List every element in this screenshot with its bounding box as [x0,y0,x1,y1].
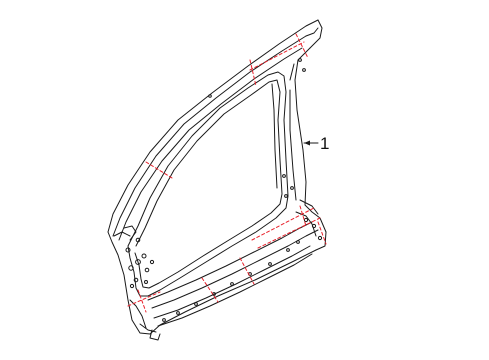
cut-line-b-pillar-rear-tick [299,205,307,227]
cut-lines [127,33,327,313]
cut-line-rocker-front [201,277,219,303]
cut-line-b-pillar-upper [251,207,315,241]
cut-line-front-lower-tick [137,289,147,313]
panel-outline [107,19,327,335]
cut-line-roof-right-tick [295,33,309,59]
a-pillar-lower-detail [113,225,161,341]
roof-rail-flange [112,27,319,241]
door-opening [127,71,289,297]
arrowhead-icon [304,140,310,146]
cut-line-roof-front [249,41,305,71]
callout-1: 1 [303,134,329,153]
cut-line-a-pillar [145,161,173,179]
cut-line-b-pillar-lower [257,217,321,249]
b-pillar-detail [289,63,319,237]
cut-line-rocker-mid [239,257,255,285]
cut-line-rocker-rear [317,221,327,245]
cut-line-roof-left-tick [249,59,257,87]
cut-line-front-lower [127,291,161,307]
fastener-holes [125,58,323,322]
callout-label-1: 1 [320,134,329,153]
